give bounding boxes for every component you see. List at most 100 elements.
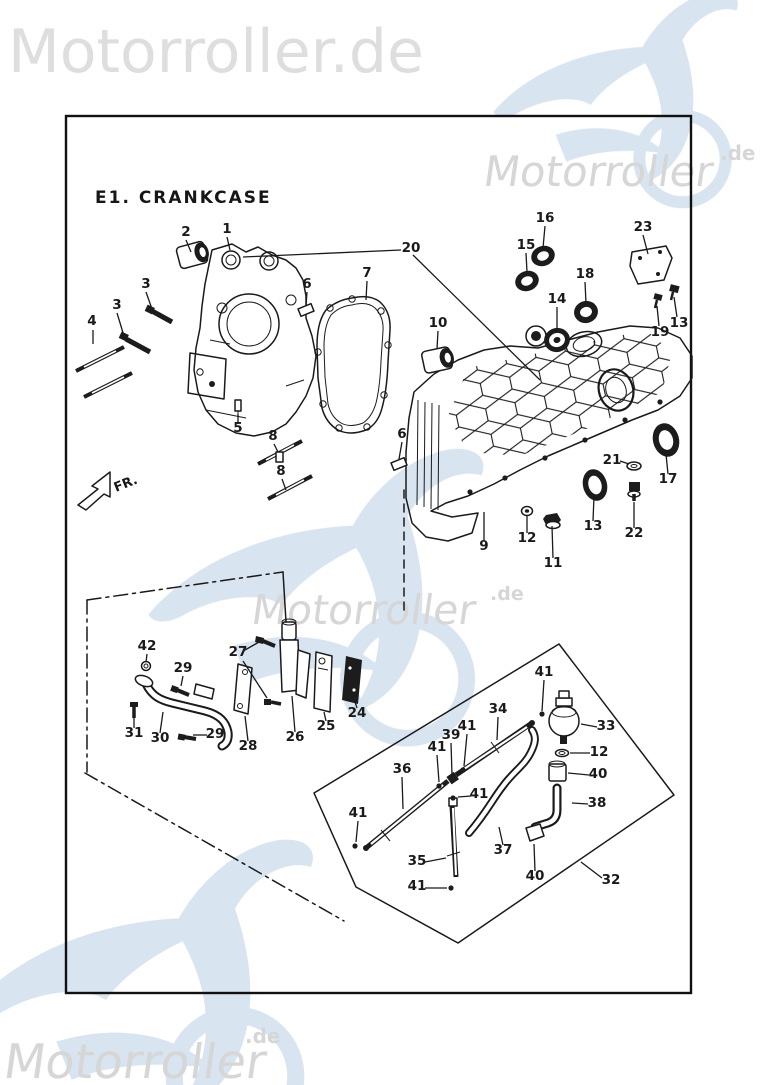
part-label-29: 29 xyxy=(206,726,225,742)
leader-line xyxy=(619,460,630,465)
part-label-4: 4 xyxy=(87,313,96,329)
tube-35 xyxy=(446,797,461,878)
drain-bolt-22 xyxy=(627,482,641,501)
assembly-boundary-32 xyxy=(313,643,675,944)
leader-line xyxy=(450,742,453,776)
part-label-21: 21 xyxy=(603,452,622,468)
plate-23 xyxy=(629,245,673,285)
leader-line xyxy=(145,291,153,310)
part-label-8: 8 xyxy=(268,428,277,444)
bushing-18 xyxy=(574,300,598,324)
tube-34 xyxy=(454,720,535,778)
washer-12 xyxy=(520,505,534,517)
leader-line xyxy=(436,330,439,350)
part-label-23: 23 xyxy=(634,219,653,235)
part-label-35: 35 xyxy=(408,853,427,869)
part-label-39: 39 xyxy=(442,727,461,743)
sleeve-40a xyxy=(548,760,567,782)
part-label-22: 22 xyxy=(625,525,644,541)
part-label-20: 20 xyxy=(402,240,421,256)
part-label-18: 18 xyxy=(576,266,595,282)
part-label-1: 1 xyxy=(222,221,231,237)
bolt-29a xyxy=(170,685,190,697)
part-label-40: 40 xyxy=(589,766,608,782)
leader-line xyxy=(525,252,528,273)
part-label-25: 25 xyxy=(317,718,336,734)
part-label-11: 11 xyxy=(544,555,563,571)
leader-line xyxy=(533,843,536,872)
leader-line xyxy=(244,715,249,742)
leader-line xyxy=(580,861,603,879)
leader-line xyxy=(305,291,308,307)
watermark-tld-middle: .de xyxy=(490,583,524,605)
leader-line xyxy=(323,711,327,722)
part-label-31: 31 xyxy=(125,725,144,741)
leader-line xyxy=(355,820,359,843)
oil-seal-16 xyxy=(531,245,555,267)
part-label-37: 37 xyxy=(494,842,513,858)
joint-39 xyxy=(446,771,459,785)
fastener-and-seal-parts xyxy=(75,240,680,530)
part-label-3: 3 xyxy=(141,276,150,292)
leader-line xyxy=(592,495,595,522)
breather-hose-sub-assembly-32 xyxy=(313,643,675,944)
watermark-brand-topright: Motorroller xyxy=(481,147,718,196)
leader-line xyxy=(463,733,468,767)
part-label-41: 41 xyxy=(408,878,427,894)
part-label-6: 6 xyxy=(302,276,311,292)
watermark-brand-bottom: Motorroller xyxy=(0,1034,270,1085)
separator-canister-33 xyxy=(548,690,580,744)
part-label-38: 38 xyxy=(588,795,607,811)
bolt-27b xyxy=(264,699,282,706)
leader-line xyxy=(242,249,402,258)
part-label-34: 34 xyxy=(489,701,508,717)
leader-line xyxy=(398,441,403,460)
leader-line xyxy=(244,641,260,651)
bolt-3a xyxy=(144,304,174,325)
watermark-tld-topright: .de xyxy=(720,141,755,165)
washer-12b xyxy=(554,748,570,758)
leader-line xyxy=(185,239,192,253)
leader-line xyxy=(665,453,669,475)
bolt-27a xyxy=(255,636,276,648)
watermark-brand-top: Motorroller.de xyxy=(8,17,424,87)
tube-36 xyxy=(363,779,450,851)
bushing-10 xyxy=(421,346,454,374)
leader-line xyxy=(498,826,504,846)
part-label-16: 16 xyxy=(536,210,555,226)
watermark-tld-bottom: .de xyxy=(245,1024,280,1048)
dowel-6b xyxy=(390,456,408,472)
phantom-boundary-lines xyxy=(84,489,405,922)
part-label-36: 36 xyxy=(393,761,412,777)
leader-line xyxy=(457,795,472,798)
leader-line xyxy=(656,305,660,327)
washer-21 xyxy=(626,461,642,471)
part-label-12: 12 xyxy=(590,744,609,760)
part-label-41: 41 xyxy=(349,805,368,821)
oil-pipe-30 xyxy=(134,674,233,751)
bolt-29b xyxy=(177,733,197,741)
part-label-13: 13 xyxy=(584,518,603,534)
leader-line xyxy=(542,225,546,249)
stud-bolts-8 xyxy=(257,439,313,501)
part-label-26: 26 xyxy=(286,729,305,745)
bearing-14 xyxy=(544,327,570,353)
leader-line xyxy=(567,772,590,776)
leader-line xyxy=(496,716,499,741)
part-label-24: 24 xyxy=(348,705,367,721)
part-label-19: 19 xyxy=(651,324,670,340)
part-label-5: 5 xyxy=(233,420,242,436)
leader-line xyxy=(412,254,541,381)
dowel-pin-5 xyxy=(234,399,242,412)
part-label-40: 40 xyxy=(526,868,545,884)
screw-19 xyxy=(653,293,663,309)
diagram-border xyxy=(64,114,693,995)
leader-line xyxy=(401,776,404,810)
bolt-11 xyxy=(543,513,561,530)
leader-line xyxy=(180,675,184,687)
oil-seal-17 xyxy=(652,423,680,457)
elbow-hose-38 xyxy=(530,783,562,832)
reed-plate-24 xyxy=(342,656,362,704)
